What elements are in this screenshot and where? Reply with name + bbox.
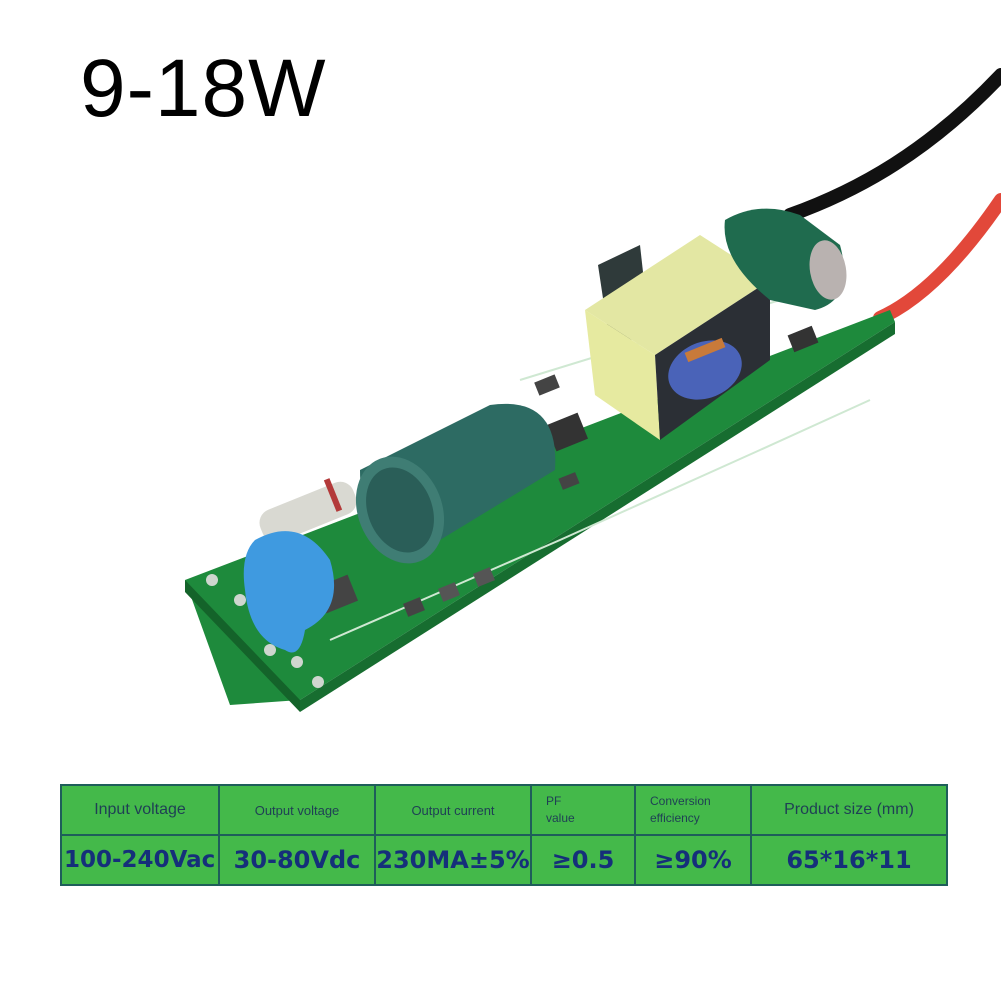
value-input-voltage: 100-240Vac bbox=[60, 834, 220, 886]
header-input-voltage: Input voltage bbox=[60, 784, 220, 836]
header-conversion-efficiency: Conversion efficiency bbox=[634, 784, 752, 836]
header-output-voltage: Output voltage bbox=[218, 784, 376, 836]
value-output-current: 230MA±5% bbox=[374, 834, 532, 886]
spec-table: Input voltage Output voltage Output curr… bbox=[60, 784, 948, 886]
spec-table-value-row: 100-240Vac 30-80Vdc 230MA±5% ≥0.5 ≥90% 6… bbox=[60, 834, 948, 886]
wattage-title: 9-18W bbox=[80, 43, 327, 134]
varistor bbox=[243, 531, 335, 653]
header-output-current: Output current bbox=[374, 784, 532, 836]
small-capacitor bbox=[724, 208, 847, 310]
value-output-voltage: 30-80Vdc bbox=[218, 834, 376, 886]
header-product-size: Product size (mm) bbox=[750, 784, 948, 836]
led-driver-product-image bbox=[185, 68, 1001, 712]
large-capacitor bbox=[355, 403, 556, 564]
header-efficiency-line2: efficiency bbox=[650, 811, 700, 825]
pcb-board bbox=[185, 299, 895, 712]
value-product-size: 65*16*11 bbox=[750, 834, 948, 886]
header-pf-value: PF value bbox=[530, 784, 636, 836]
value-efficiency: ≥90% bbox=[634, 834, 752, 886]
header-efficiency-line1: Conversion bbox=[650, 794, 711, 808]
header-pf-line2: value bbox=[546, 811, 575, 825]
value-pf: ≥0.5 bbox=[530, 834, 636, 886]
red-wire bbox=[873, 193, 1001, 325]
header-pf-line1: PF bbox=[546, 794, 562, 808]
resistor bbox=[259, 478, 357, 543]
spec-table-header-row: Input voltage Output voltage Output curr… bbox=[60, 784, 948, 836]
transformer bbox=[585, 235, 770, 440]
black-wire bbox=[783, 68, 1001, 222]
